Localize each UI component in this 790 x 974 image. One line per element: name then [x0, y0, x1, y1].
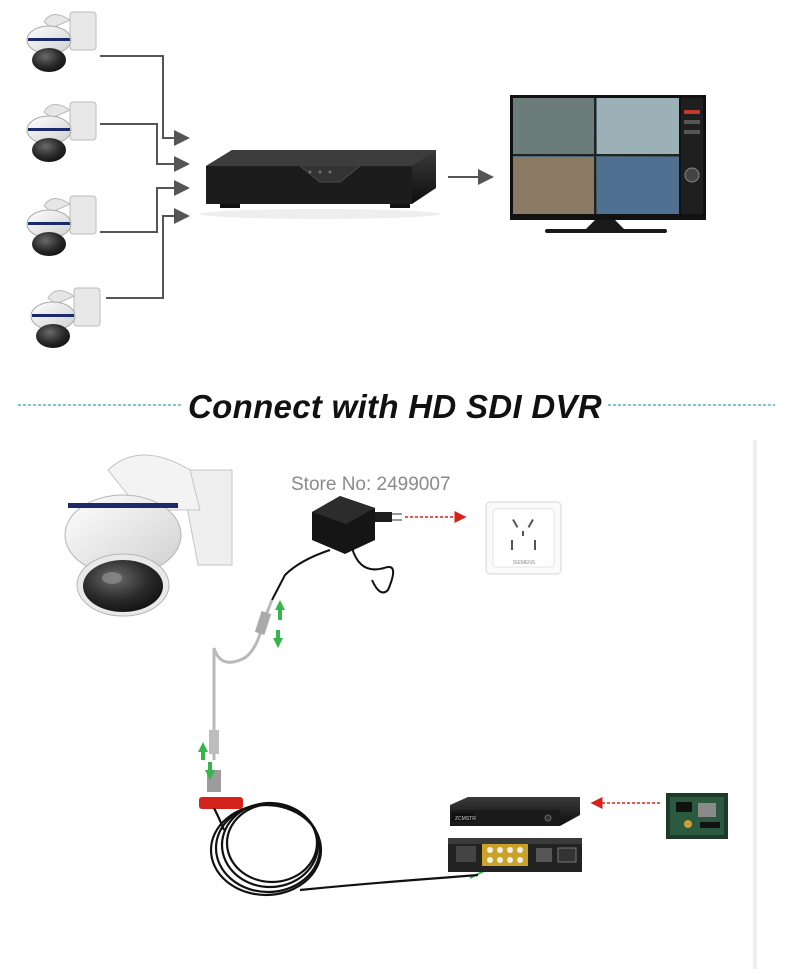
top-monitor [510, 95, 706, 233]
camera-split-cable [207, 599, 274, 792]
camera-connector-lines [100, 55, 190, 299]
store-watermark: Store No: 2499007 [291, 474, 451, 495]
hard-drive [666, 793, 728, 839]
top-camera-4 [30, 287, 101, 348]
socket-brand: SIEMENS [513, 560, 536, 566]
diagram-heading-text: Connect with HD SDI DVR [182, 388, 608, 425]
wall-socket: SIEMENS [485, 501, 562, 575]
coiled-coax-cable [209, 801, 479, 897]
power-adapter [271, 496, 402, 601]
large-camera [64, 454, 233, 617]
top-camera-3 [26, 195, 97, 256]
red-coupler [199, 797, 243, 809]
diagram-heading: Connect with HD SDI DVR [0, 388, 790, 426]
top-camera-2 [26, 101, 97, 162]
top-camera-1 [26, 11, 97, 72]
top-dvr-recorder [200, 150, 440, 219]
connection-arrows-green [198, 600, 488, 879]
bottom-dvr-recorder: ZCMSTR [448, 797, 582, 872]
right-border-bar [753, 440, 757, 969]
dvr-brand: ZCMSTR [455, 816, 476, 822]
